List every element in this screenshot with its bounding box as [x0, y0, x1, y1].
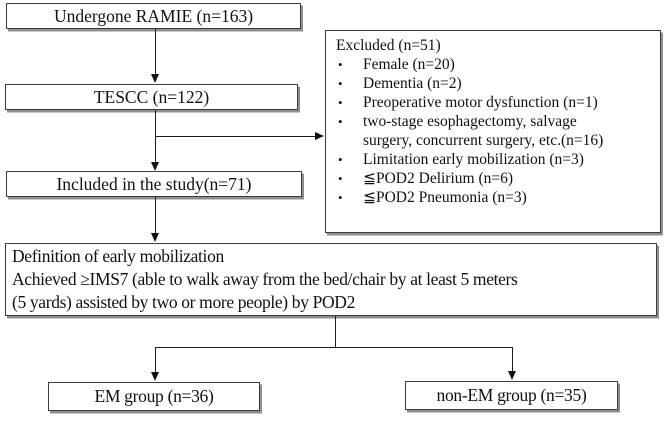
excluded-item: • ≦POD2 Delirium (n=6): [336, 169, 654, 188]
excluded-item: • Dementia (n=2): [336, 74, 654, 93]
box-included: Included in the study(n=71): [6, 171, 302, 197]
excluded-title: Excluded (n=51): [336, 37, 441, 54]
connector-branch-excluded-line: [155, 135, 316, 137]
connector-split-line: [155, 346, 513, 348]
arrowhead-down-nonem-icon: [507, 371, 516, 380]
box-em-group: EM group (n=36): [48, 382, 260, 411]
excluded-item: • Limitation early mobilization (n=3): [336, 150, 654, 169]
excluded-item-label: Dementia (n=2): [363, 75, 462, 92]
box-undergone-ramie: Undergone RAMIE (n=163): [6, 3, 301, 29]
excluded-item: • ≦POD2 Pneumonia (n=3): [336, 188, 654, 207]
connector-em-line: [154, 347, 156, 373]
box-non-em-group-label: non-EM group (n=35): [436, 385, 587, 405]
bullet-icon: •: [338, 152, 343, 167]
definition-line: (5 yards) assisted by two or more people…: [12, 292, 355, 312]
box-definition: Definition of early mobilization Achieve…: [5, 243, 657, 316]
excluded-item-label: Limitation early mobilization (n=3): [363, 151, 584, 168]
arrowhead-down-tescc-icon: [150, 74, 159, 83]
connector-undergone-tescc-line: [154, 29, 156, 75]
box-tescc-label: TESCC (n=122): [93, 86, 210, 107]
box-non-em-group: non-EM group (n=35): [405, 381, 618, 410]
excluded-item: • two-stage esophagectomy, salvage surge…: [336, 112, 654, 150]
bullet-icon: •: [338, 57, 343, 72]
excluded-list: • Female (n=20) • Dementia (n=2) • Preop…: [336, 55, 654, 207]
arrowhead-down-included-icon: [150, 162, 159, 171]
excluded-item-label: ≦POD2 Pneumonia (n=3): [363, 189, 527, 206]
box-undergone-ramie-label: Undergone RAMIE (n=163): [53, 5, 254, 26]
bullet-icon: •: [338, 95, 343, 110]
box-excluded: Excluded (n=51) • Female (n=20) • Dement…: [325, 30, 661, 233]
excluded-item-label: two-stage esophagectomy, salvage surgery…: [363, 113, 604, 149]
box-tescc: TESCC (n=122): [5, 84, 298, 110]
connector-definition-stem-line: [334, 316, 336, 348]
box-included-label: Included in the study(n=71): [56, 173, 252, 194]
arrowhead-right-excluded-icon: [315, 131, 324, 140]
definition-line: Definition of early mobilization: [12, 246, 224, 266]
bullet-icon: •: [338, 190, 343, 205]
bullet-icon: •: [338, 114, 343, 129]
arrowhead-down-definition-icon: [150, 233, 159, 242]
bullet-icon: •: [338, 76, 343, 91]
bullet-icon: •: [338, 171, 343, 186]
excluded-item-label: Preoperative motor dysfunction (n=1): [363, 94, 598, 111]
arrowhead-down-em-icon: [150, 372, 159, 381]
connector-nonem-line: [511, 347, 513, 372]
excluded-item: • Preoperative motor dysfunction (n=1): [336, 93, 654, 112]
excluded-item-label: Female (n=20): [363, 56, 455, 73]
excluded-item-label: ≦POD2 Delirium (n=6): [363, 170, 514, 187]
box-em-group-label: EM group (n=36): [94, 386, 214, 406]
connector-included-definition-line: [154, 197, 156, 234]
excluded-item: • Female (n=20): [336, 55, 654, 74]
definition-line: Achieved ≥IMS7 (able to walk away from t…: [12, 269, 518, 289]
